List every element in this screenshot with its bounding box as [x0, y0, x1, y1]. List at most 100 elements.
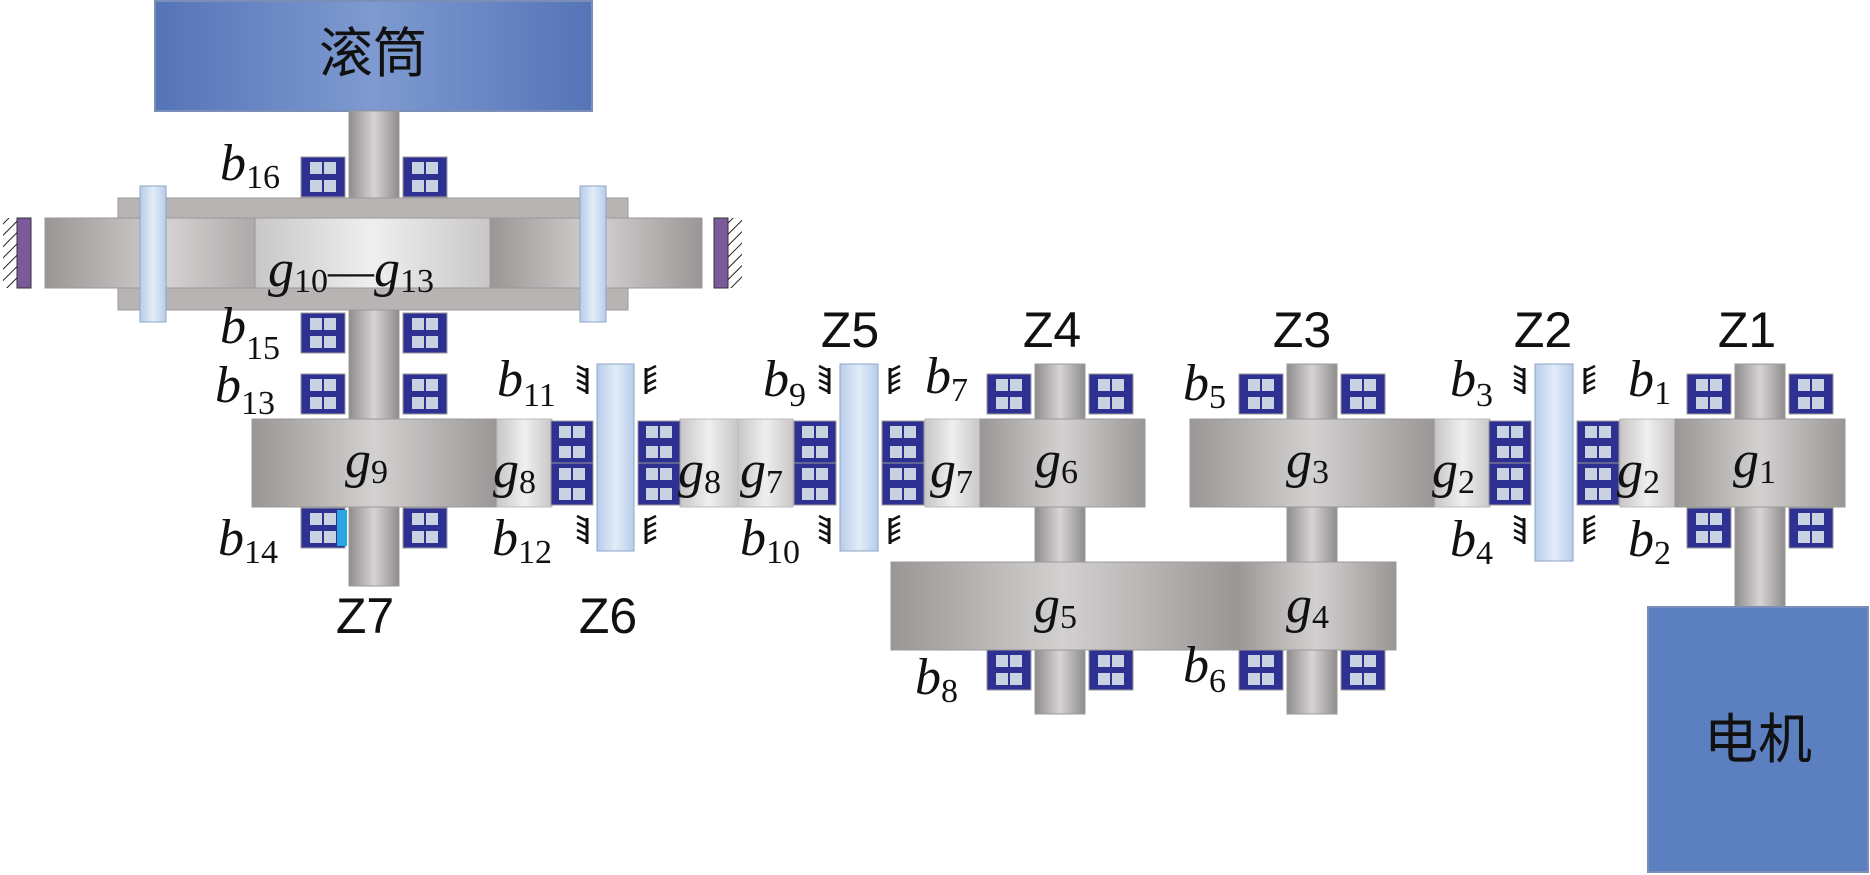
label-g1-base: g: [1733, 432, 1759, 489]
bearing-b7-left: [986, 373, 1032, 415]
label-g2a-sub: 2: [1458, 464, 1475, 501]
label-b1-sub: 1: [1654, 375, 1671, 412]
label-b3: b3: [1450, 351, 1493, 414]
label-b12-sub: 12: [518, 534, 552, 571]
gear-g2-right: [1619, 418, 1676, 508]
label-g5: g5: [1034, 577, 1077, 636]
label-g7b-sub: 7: [956, 464, 973, 501]
shaft-z7: [348, 110, 400, 587]
housing-left: [16, 217, 32, 289]
label-b12: b12: [492, 510, 552, 571]
bearing-b5-left: [1238, 373, 1284, 415]
bearing-b13-right: [402, 373, 448, 415]
bearing-b2-left: [1686, 507, 1732, 549]
bearing-b13-left: [300, 373, 346, 415]
label-g4: g4: [1286, 577, 1329, 636]
tick-b12-right: [644, 514, 657, 544]
tick-b11-right: [644, 364, 657, 394]
gear-g6: [979, 418, 1146, 508]
label-g3-base: g: [1286, 432, 1312, 489]
label-g1: g1: [1733, 432, 1776, 491]
sun-gear: [254, 217, 491, 289]
label-g7-right: g7: [930, 442, 973, 501]
gear-g3: [1189, 418, 1436, 508]
label-b15-sub: 15: [246, 330, 280, 367]
label-z7: Z7: [336, 588, 394, 644]
tick-b11-left: [576, 364, 589, 394]
label-g7b-base: g: [930, 442, 956, 499]
shaft-z2: [1534, 363, 1574, 562]
shaft-z6: [596, 363, 635, 552]
label-b16-sub: 16: [246, 159, 280, 196]
label-z3: Z3: [1273, 302, 1331, 358]
label-g10-sub: 10: [294, 263, 328, 300]
label-b8: b8: [915, 649, 958, 710]
housing-right: [713, 217, 729, 289]
tick-b4-left: [1513, 514, 1526, 544]
bearing-z6-right-bottom: [637, 462, 681, 506]
label-b14-sub: 14: [244, 534, 278, 571]
planet-pin-right: [579, 185, 607, 323]
label-g7-left: g7: [740, 442, 783, 501]
label-b10-sub: 10: [766, 534, 800, 571]
label-b11-sub: 11: [523, 377, 556, 414]
motor-block: [1647, 606, 1869, 873]
label-b6-base: b: [1183, 637, 1209, 694]
label-g7a-sub: 7: [766, 464, 783, 501]
bearing-z5-left-top: [793, 420, 837, 464]
label-b6: b6: [1183, 637, 1226, 700]
bearing-b7-right: [1088, 373, 1134, 415]
label-z2: Z2: [1514, 302, 1572, 358]
label-b4-base: b: [1450, 511, 1476, 568]
label-b14: b14: [218, 510, 278, 571]
label-z6: Z6: [579, 588, 637, 644]
label-g5-base: g: [1034, 577, 1060, 634]
label-b5: b5: [1183, 355, 1226, 416]
gear-g9: [251, 418, 498, 508]
label-b10-base: b: [740, 510, 766, 567]
bearing-z6-right-top: [637, 420, 681, 464]
gear-g1: [1674, 418, 1846, 508]
gear-g7-left: [737, 418, 794, 508]
bearing-b2-right: [1788, 507, 1834, 549]
label-b16-base: b: [220, 135, 246, 192]
bearing-b16-right: [402, 156, 448, 198]
label-z5: Z5: [821, 302, 879, 358]
bearing-z6-left-bottom: [550, 462, 594, 506]
label-b11: b11: [497, 351, 556, 414]
label-b2-sub: 2: [1654, 535, 1671, 572]
label-g4-base: g: [1286, 577, 1312, 634]
drum-label: 滚筒: [319, 22, 427, 85]
label-g10-g13: g10—g13: [268, 241, 434, 300]
tick-b10-left: [818, 514, 831, 544]
label-g7a-base: g: [740, 442, 766, 499]
label-g10-base: g: [268, 241, 294, 298]
tick-b9-left: [818, 364, 831, 394]
bearing-z5-right-top: [881, 420, 925, 464]
label-g2b-base: g: [1617, 442, 1643, 499]
label-b7-sub: 7: [951, 372, 968, 409]
label-g1-sub: 1: [1759, 454, 1776, 491]
bearing-b8-left: [986, 649, 1032, 691]
label-g6-base: g: [1035, 432, 1061, 489]
label-b2-base: b: [1628, 511, 1654, 568]
gear-g8-left: [496, 418, 553, 508]
label-g5-sub: 5: [1060, 599, 1077, 636]
label-g6-sub: 6: [1061, 454, 1078, 491]
label-b8-base: b: [915, 649, 941, 706]
label-b7-base: b: [925, 348, 951, 405]
tick-b4-right: [1583, 514, 1596, 544]
gear-g5: [890, 561, 1237, 651]
bearing-b15-left: [300, 312, 346, 354]
ring-gear-left: [44, 217, 296, 289]
label-z1: Z1: [1718, 302, 1776, 358]
label-g8-left: g8: [493, 442, 536, 501]
label-b8-sub: 8: [941, 673, 958, 710]
label-g2-left: g2: [1432, 442, 1475, 501]
label-b13-base: b: [215, 357, 241, 414]
label-g6: g6: [1035, 432, 1078, 491]
bearing-b1-right: [1788, 373, 1834, 415]
bearing-b1-left: [1686, 373, 1732, 415]
label-b9: b9: [763, 351, 806, 414]
